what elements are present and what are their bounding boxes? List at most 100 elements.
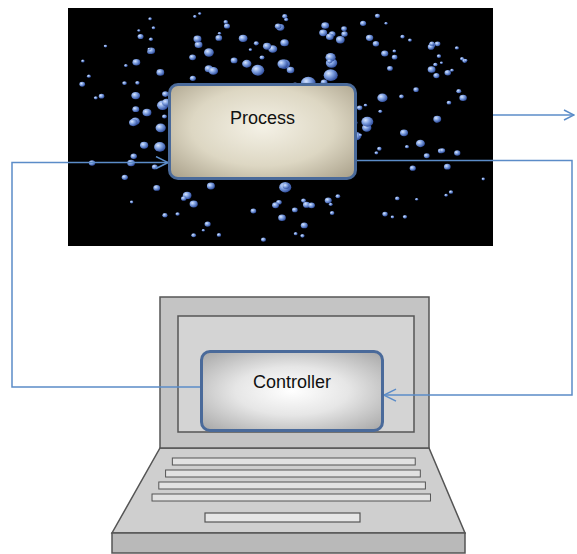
bubble	[378, 110, 382, 113]
bubble	[202, 229, 205, 232]
bubble	[360, 21, 366, 26]
bubble	[392, 55, 398, 60]
bubble	[152, 164, 158, 169]
bubble	[272, 202, 279, 208]
bubble	[181, 196, 186, 201]
bubble	[384, 22, 387, 25]
bubble	[410, 166, 416, 171]
bubble	[81, 59, 85, 62]
bubble	[148, 47, 156, 53]
bubble	[175, 212, 179, 216]
bubble	[450, 69, 454, 72]
bubble	[263, 43, 271, 50]
bubble	[279, 182, 291, 192]
bubble	[131, 92, 140, 99]
bubble	[364, 104, 367, 107]
bubble	[444, 164, 451, 170]
laptop-keys	[152, 458, 430, 501]
bubble	[149, 38, 153, 41]
bubble	[292, 208, 298, 213]
laptop-base	[112, 533, 465, 553]
bubble	[195, 41, 203, 48]
bubble	[392, 49, 396, 52]
bubble	[326, 33, 334, 40]
bubble	[357, 106, 362, 111]
bubble	[437, 54, 441, 58]
bubble	[277, 60, 287, 69]
bubble	[319, 29, 327, 36]
key-row	[172, 458, 415, 465]
bubble	[198, 12, 201, 15]
bubble	[374, 151, 378, 154]
bubble	[324, 69, 338, 81]
bubble	[387, 66, 393, 71]
bubble	[366, 35, 373, 41]
bubble	[395, 197, 399, 201]
bubble	[433, 116, 441, 123]
bubble	[190, 201, 198, 208]
bubble	[156, 69, 164, 76]
bubble	[405, 145, 409, 148]
bubble	[341, 26, 347, 31]
bubble	[400, 129, 408, 136]
bubble	[282, 14, 287, 18]
bubble	[283, 183, 290, 189]
output-arrow	[493, 114, 574, 116]
bubble	[308, 202, 315, 208]
bubble	[330, 211, 335, 215]
bubble	[132, 59, 140, 66]
bubble	[156, 123, 166, 132]
bubble	[215, 35, 222, 41]
bubble	[224, 23, 230, 28]
bubble	[131, 154, 137, 159]
bubble	[162, 213, 167, 217]
bubble	[433, 63, 437, 67]
bubble	[301, 222, 308, 228]
bubble	[399, 95, 404, 99]
bubble	[254, 41, 259, 45]
particle-image	[68, 8, 493, 246]
bubble	[260, 55, 265, 59]
bubble	[445, 70, 451, 76]
bubble	[415, 198, 418, 201]
bubble	[361, 117, 373, 127]
bubble	[455, 46, 459, 49]
bubble	[261, 238, 266, 242]
bubble	[373, 41, 379, 46]
bubble	[336, 194, 341, 198]
bubble	[440, 61, 443, 64]
bubble	[456, 89, 461, 93]
bubble	[278, 214, 286, 220]
laptop-screen-frame	[160, 297, 429, 448]
signal-connector	[357, 161, 572, 396]
bubble	[280, 39, 288, 46]
bubble	[249, 48, 252, 51]
bubble	[251, 208, 257, 213]
bubble	[129, 119, 137, 126]
bubble	[440, 148, 445, 153]
bubble	[435, 41, 441, 46]
signal-connector	[12, 163, 200, 387]
bubble	[391, 215, 394, 218]
bubble	[424, 153, 430, 158]
bubble	[459, 95, 466, 101]
bubble	[287, 67, 295, 73]
laptop-keyboard-deck	[112, 448, 465, 533]
laptop	[112, 297, 465, 553]
controller-box: Controller	[200, 350, 384, 432]
bubble	[162, 114, 167, 118]
key-row	[166, 470, 421, 477]
bubble	[217, 233, 221, 237]
bubble	[325, 197, 332, 203]
bubble	[218, 32, 221, 35]
bubble	[449, 190, 453, 194]
bubble	[300, 234, 304, 238]
bubble	[377, 147, 382, 151]
bubble	[140, 142, 148, 149]
bubble	[231, 58, 238, 64]
bubble	[190, 76, 196, 81]
bubble	[413, 87, 418, 92]
bubble	[138, 34, 144, 39]
bubble	[132, 106, 139, 112]
bubble	[189, 54, 196, 60]
